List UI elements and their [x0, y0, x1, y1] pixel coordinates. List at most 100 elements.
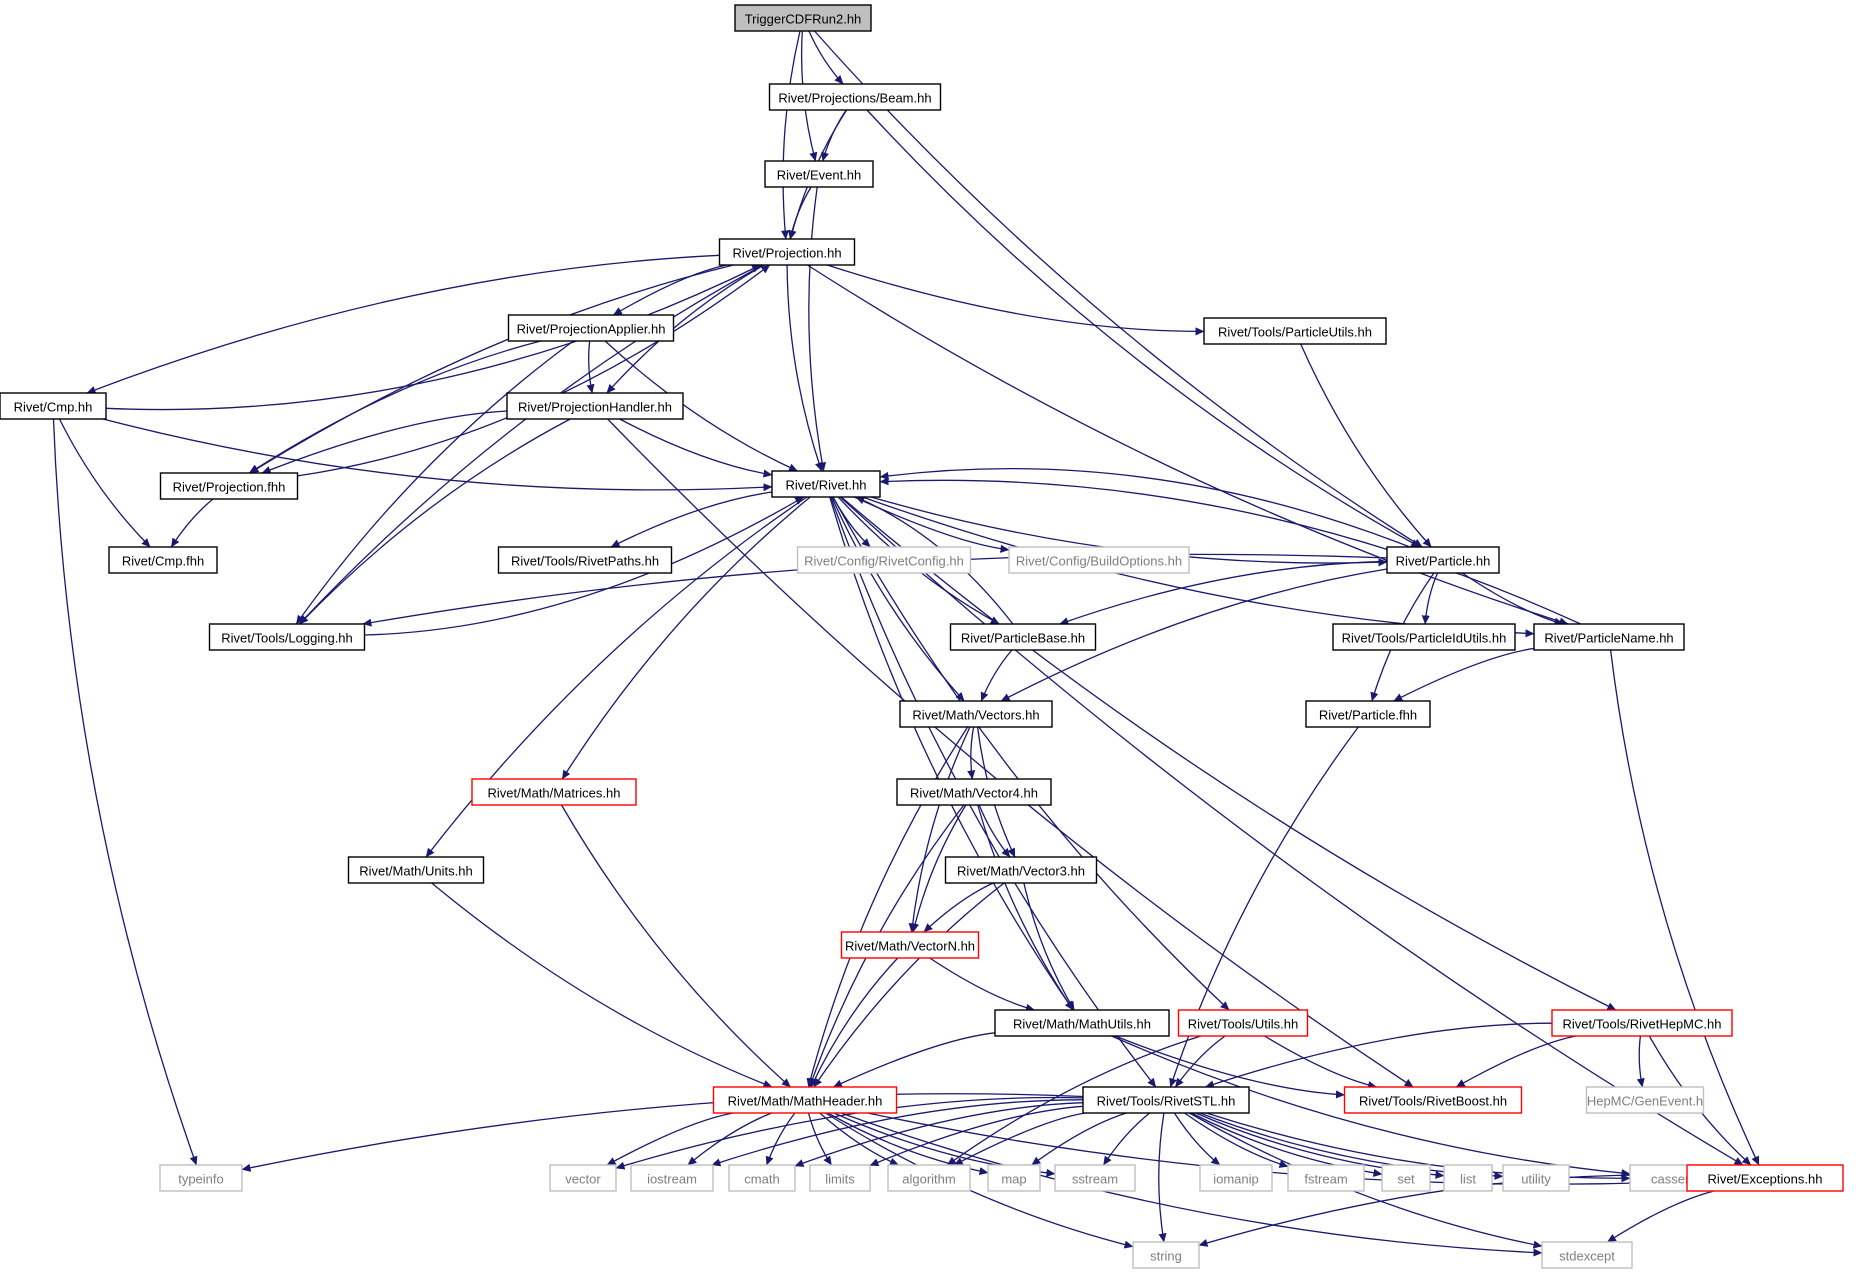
node-algorithm[interactable]: algorithm — [887, 1164, 971, 1192]
node-limits-label: limits — [825, 1172, 855, 1187]
node-stdexcept[interactable]: stdexcept — [1541, 1241, 1633, 1269]
edge-projapplier-to-logging — [295, 340, 574, 625]
node-limits[interactable]: limits — [809, 1164, 871, 1192]
node-rivetpaths[interactable]: Rivet/Tools/RivetPaths.hh — [497, 546, 673, 574]
node-iostream[interactable]: iostream — [630, 1164, 714, 1192]
node-string-box — [1132, 1241, 1200, 1269]
node-projection[interactable]: Rivet/Projection.hh — [718, 238, 856, 266]
edge-rivethepmc-to-genevent — [1636, 1035, 1645, 1088]
edge-projection-to-particlename — [806, 264, 1569, 626]
node-projhandler[interactable]: Rivet/ProjectionHandler.hh — [506, 392, 684, 420]
node-rivethepmc[interactable]: Rivet/Tools/RivetHepMC.hh — [1551, 1009, 1733, 1037]
edge-particlename-to-particlefhh — [1393, 647, 1535, 702]
node-map[interactable]: map — [987, 1164, 1041, 1192]
node-exceptions[interactable]: Rivet/Exceptions.hh — [1686, 1164, 1844, 1192]
node-particlename-label: Rivet/ParticleName.hh — [1544, 631, 1673, 646]
edge-vectorn-to-mathutils — [929, 957, 1035, 1012]
edge-rivetstl-to-map — [1031, 1112, 1127, 1166]
node-particlebase-label: Rivet/ParticleBase.hh — [961, 631, 1085, 646]
node-limits-box — [809, 1164, 871, 1192]
node-fstream-label: fstream — [1304, 1172, 1347, 1187]
node-typeinfo[interactable]: typeinfo — [159, 1164, 243, 1192]
node-mathutils-label: Rivet/Math/MathUtils.hh — [1013, 1017, 1151, 1032]
node-beam-label: Rivet/Projections/Beam.hh — [778, 91, 931, 106]
node-vector4[interactable]: Rivet/Math/Vector4.hh — [896, 778, 1052, 806]
node-iostream-box — [630, 1164, 714, 1192]
node-vector-box — [549, 1164, 617, 1192]
edge-projection-to-projapplier — [612, 264, 727, 316]
node-matrices[interactable]: Rivet/Math/Matrices.hh — [471, 778, 637, 806]
node-typeinfo-label: typeinfo — [178, 1172, 224, 1187]
node-projfhh[interactable]: Rivet/Projection.fhh — [159, 472, 299, 500]
node-rivetstl[interactable]: Rivet/Tools/RivetSTL.hh — [1082, 1086, 1250, 1114]
node-particlebase-box — [949, 623, 1097, 651]
node-sstream[interactable]: sstream — [1054, 1164, 1136, 1192]
node-vector3[interactable]: Rivet/Math/Vector3.hh — [944, 856, 1098, 884]
node-set[interactable]: set — [1381, 1164, 1431, 1192]
node-vectors-box — [899, 700, 1053, 728]
node-projapplier[interactable]: Rivet/ProjectionApplier.hh — [507, 314, 675, 342]
node-projection-box — [718, 238, 856, 266]
node-typeinfo-box — [159, 1164, 243, 1192]
node-sstream-box — [1054, 1164, 1136, 1192]
node-particlename[interactable]: Rivet/ParticleName.hh — [1533, 623, 1685, 651]
node-root-box — [734, 4, 872, 32]
node-root[interactable]: TriggerCDFRun2.hh — [734, 4, 872, 32]
node-list[interactable]: list — [1443, 1164, 1493, 1192]
node-rivetconfig[interactable]: Rivet/Config/RivetConfig.hh — [796, 546, 972, 574]
node-rivetboost-label: Rivet/Tools/RivetBoost.hh — [1359, 1094, 1507, 1109]
node-mathheader[interactable]: Rivet/Math/MathHeader.hh — [712, 1086, 898, 1114]
node-genevent[interactable]: HepMC/GenEvent.h — [1585, 1086, 1705, 1114]
node-particleutils-box — [1203, 317, 1387, 345]
node-logging[interactable]: Rivet/Tools/Logging.hh — [208, 623, 366, 651]
node-particleutils[interactable]: Rivet/Tools/ParticleUtils.hh — [1203, 317, 1387, 345]
node-iomanip[interactable]: iomanip — [1199, 1164, 1273, 1192]
node-rivethepmc-box — [1551, 1009, 1733, 1037]
node-particlefhh[interactable]: Rivet/Particle.fhh — [1305, 700, 1431, 728]
node-projfhh-label: Rivet/Projection.fhh — [173, 480, 286, 495]
node-buildoptions[interactable]: Rivet/Config/BuildOptions.hh — [1008, 546, 1190, 574]
node-rivetboost[interactable]: Rivet/Tools/RivetBoost.hh — [1343, 1086, 1523, 1114]
node-utils-box — [1177, 1009, 1309, 1037]
node-matrices-label: Rivet/Math/Matrices.hh — [488, 786, 621, 801]
node-projapplier-label: Rivet/ProjectionApplier.hh — [517, 322, 666, 337]
node-vector3-box — [944, 856, 1098, 884]
node-fstream[interactable]: fstream — [1287, 1164, 1365, 1192]
edge-vector4-to-vector3 — [978, 804, 1011, 858]
node-vectors[interactable]: Rivet/Math/Vectors.hh — [899, 700, 1053, 728]
node-utils[interactable]: Rivet/Tools/Utils.hh — [1177, 1009, 1309, 1037]
node-cmath[interactable]: cmath — [728, 1164, 796, 1192]
node-vector[interactable]: vector — [549, 1164, 617, 1192]
node-particlefhh-label: Rivet/Particle.fhh — [1319, 708, 1417, 723]
node-event[interactable]: Rivet/Event.hh — [764, 160, 874, 188]
node-utility-label: utility — [1521, 1172, 1551, 1187]
node-mathutils[interactable]: Rivet/Math/MathUtils.hh — [994, 1009, 1170, 1037]
node-cmp-label: Rivet/Cmp.hh — [14, 400, 93, 415]
node-projhandler-label: Rivet/ProjectionHandler.hh — [518, 400, 672, 415]
node-particleidutils-label: Rivet/Tools/ParticleIdUtils.hh — [1342, 631, 1507, 646]
node-rivet[interactable]: Rivet/Rivet.hh — [771, 470, 881, 498]
node-iomanip-label: iomanip — [1213, 1172, 1259, 1187]
node-mathheader-box — [712, 1086, 898, 1114]
edge-rivetstl-to-iomanip — [1173, 1112, 1221, 1166]
edge-projfhh-to-cmpfhh — [170, 498, 214, 548]
node-logging-box — [208, 623, 366, 651]
node-vectorn-label: Rivet/Math/VectorN.hh — [845, 939, 975, 954]
node-string[interactable]: string — [1132, 1241, 1200, 1269]
node-cmp[interactable]: Rivet/Cmp.hh — [0, 392, 107, 420]
node-rivethepmc-label: Rivet/Tools/RivetHepMC.hh — [1563, 1017, 1722, 1032]
node-vectorn-box — [840, 931, 980, 959]
edge-projection-to-rivet — [786, 264, 823, 472]
edge-event-to-projection — [788, 186, 812, 240]
node-cmpfhh[interactable]: Rivet/Cmp.fhh — [108, 546, 218, 574]
node-beam[interactable]: Rivet/Projections/Beam.hh — [768, 83, 942, 111]
node-units[interactable]: Rivet/Math/Units.hh — [347, 856, 485, 884]
node-particle[interactable]: Rivet/Particle.hh — [1386, 546, 1500, 574]
node-vectors-label: Rivet/Math/Vectors.hh — [912, 708, 1039, 723]
node-particleidutils[interactable]: Rivet/Tools/ParticleIdUtils.hh — [1332, 623, 1516, 651]
node-utility[interactable]: utility — [1502, 1164, 1570, 1192]
node-particlebase[interactable]: Rivet/ParticleBase.hh — [949, 623, 1097, 651]
node-vectorn[interactable]: Rivet/Math/VectorN.hh — [840, 931, 980, 959]
edge-vectors-to-vectorn — [908, 726, 971, 933]
edge-projection-to-projfhh — [249, 264, 734, 474]
